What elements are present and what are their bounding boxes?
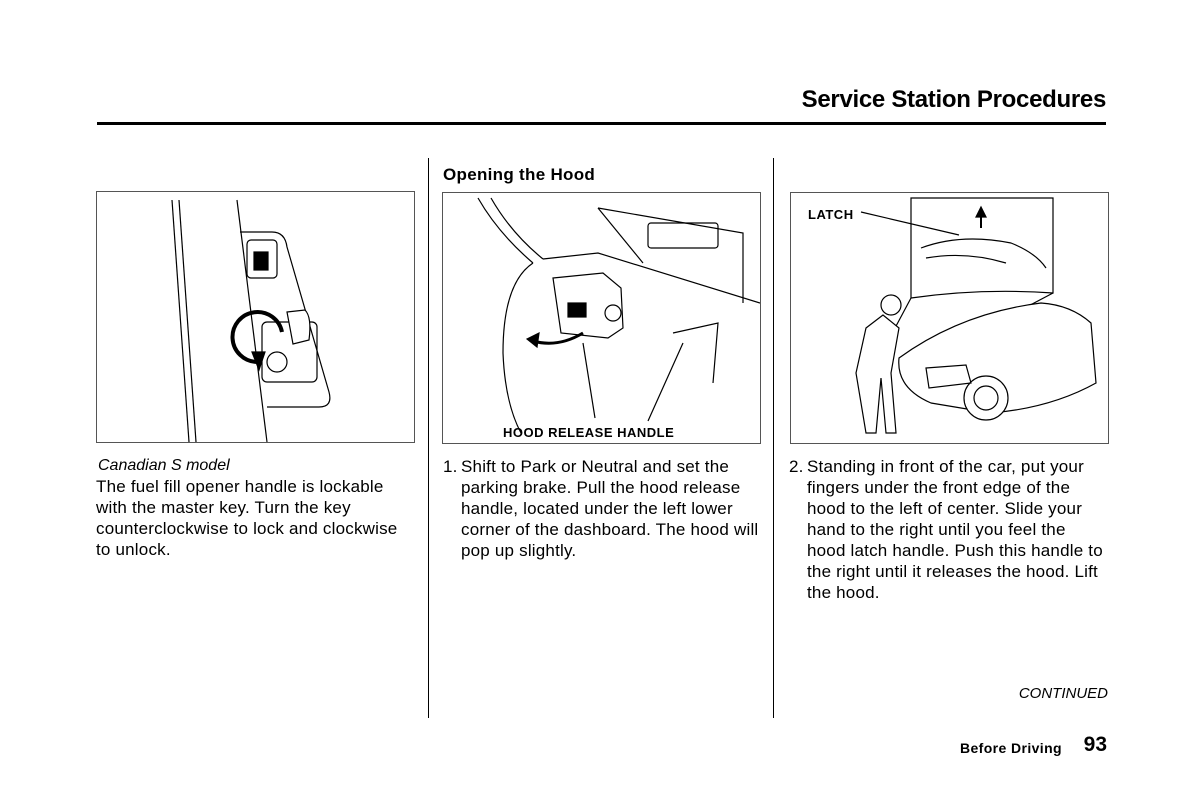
fuel-opener-description: The fuel fill opener handle is lockable …	[96, 477, 398, 559]
footer-section: Before Driving	[959, 740, 1062, 756]
section-heading: Opening the Hood	[443, 165, 596, 184]
latch-label: LATCH	[808, 207, 854, 222]
step-2-number: 2.	[789, 457, 804, 476]
step-2: 2. Standing in front of the car, put you…	[789, 456, 1107, 603]
page-number: 93	[1083, 733, 1107, 756]
continued-label: CONTINUED	[1018, 685, 1108, 702]
header-rule	[97, 122, 1106, 125]
step-2-text: Standing in front of the car, put your f…	[807, 457, 1103, 602]
column-divider-right	[773, 158, 774, 718]
hood-release-label: HOOD RELEASE HANDLE	[503, 425, 675, 440]
hood-release-illustration: HOOD RELEASE HANDLE	[442, 192, 761, 444]
step-1: 1. Shift to Park or Neutral and set the …	[443, 456, 763, 561]
step-1-number: 1.	[443, 457, 458, 476]
figure-caption: Canadian S model	[98, 457, 230, 474]
step-1-text: Shift to Park or Neutral and set the par…	[461, 457, 759, 560]
page-title: Service Station Procedures	[801, 86, 1107, 113]
fuel-opener-illustration	[96, 191, 415, 443]
hood-latch-illustration: LATCH	[790, 192, 1109, 444]
column-divider-left	[428, 158, 429, 718]
